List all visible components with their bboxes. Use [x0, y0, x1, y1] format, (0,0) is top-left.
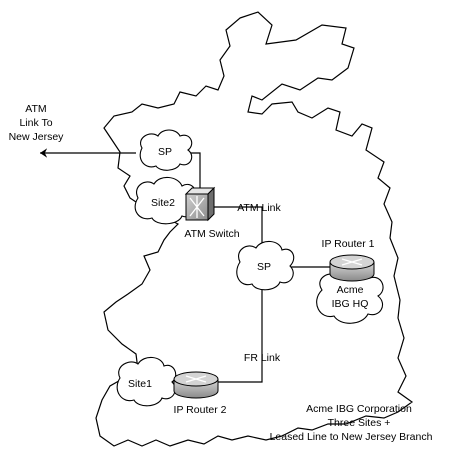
map-outline: [95, 11, 414, 447]
ip-router-1-icon: [329, 254, 375, 282]
atm-link-line: [213, 206, 263, 250]
ip-router-2-icon: [173, 371, 219, 399]
caption-line-3: Leased Line to New Jersey Branch: [270, 431, 433, 443]
ip-router-2-label: IP Router 2: [174, 404, 227, 416]
caption-line-1: Acme IBG Corporation: [306, 403, 412, 415]
atm-link-label: ATM Link: [237, 202, 281, 214]
atm-link-nj-label-3: New Jersey: [9, 131, 65, 143]
atm-switch-icon: [184, 186, 216, 222]
acme-hq-label-2: IBG HQ: [332, 298, 369, 310]
fr-link-label: FR Link: [244, 352, 281, 364]
site1-cloud: [116, 356, 177, 407]
atm-link-nj-label-2: Link To: [19, 117, 52, 129]
sp-top-label: SP: [158, 146, 172, 158]
sp-center-cloud: [236, 240, 295, 291]
atm-switch-label: ATM Switch: [184, 228, 239, 240]
site1-label: Site1: [128, 378, 152, 390]
sp-center-label: SP: [257, 261, 271, 273]
fr-link-line: [216, 285, 263, 383]
atm-link-nj-label-1: ATM: [25, 103, 46, 115]
sp-top-cloud: [139, 129, 193, 171]
acme-hq-label-1: Acme: [337, 284, 364, 296]
caption-line-2: Three Sites +: [328, 417, 391, 429]
site2-label: Site2: [151, 197, 175, 209]
ip-router-1-label: IP Router 1: [322, 238, 375, 250]
